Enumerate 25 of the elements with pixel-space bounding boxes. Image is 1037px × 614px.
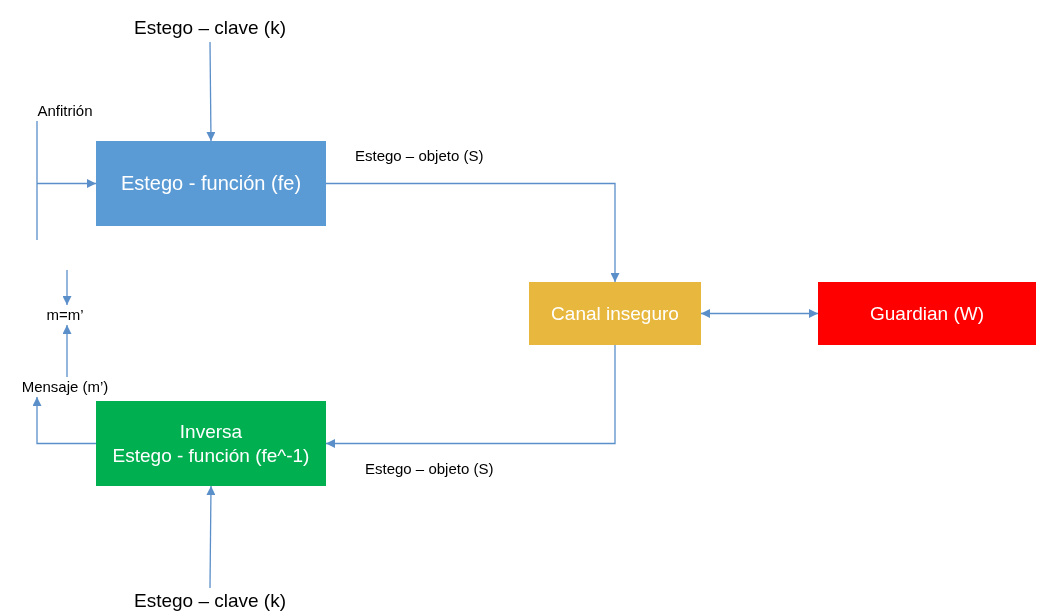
arrow [62,324,72,378]
arrow [700,309,819,318]
box-text: Inversa [179,419,243,444]
arrow [62,269,72,306]
host-label: Anfitrión [37,101,93,121]
arrow [325,182,620,283]
edge-label: Estego – objeto (S) [363,460,496,477]
process-box [96,401,326,486]
warden-box [818,282,1036,345]
box-text: Estego - función (fe) [120,171,302,196]
message-label: Mensaje (m’) [21,377,109,397]
box-text: Guardian (W) [870,301,984,326]
box-text: Estego - función (fe^-1) [112,443,310,468]
arrow [32,396,97,445]
key-label: Estego – clave (k) [133,589,287,613]
arrow [206,41,216,142]
arrow [206,485,216,589]
result-label: m=m’ [46,305,84,325]
arrow [325,344,616,448]
channel-box [529,282,701,345]
arrow [36,120,97,241]
process-box [96,141,326,226]
box-text: Canal inseguro [551,301,679,326]
key-label: Estego – clave (k) [133,16,287,40]
edge-label: Estego – objeto (S) [353,147,486,164]
